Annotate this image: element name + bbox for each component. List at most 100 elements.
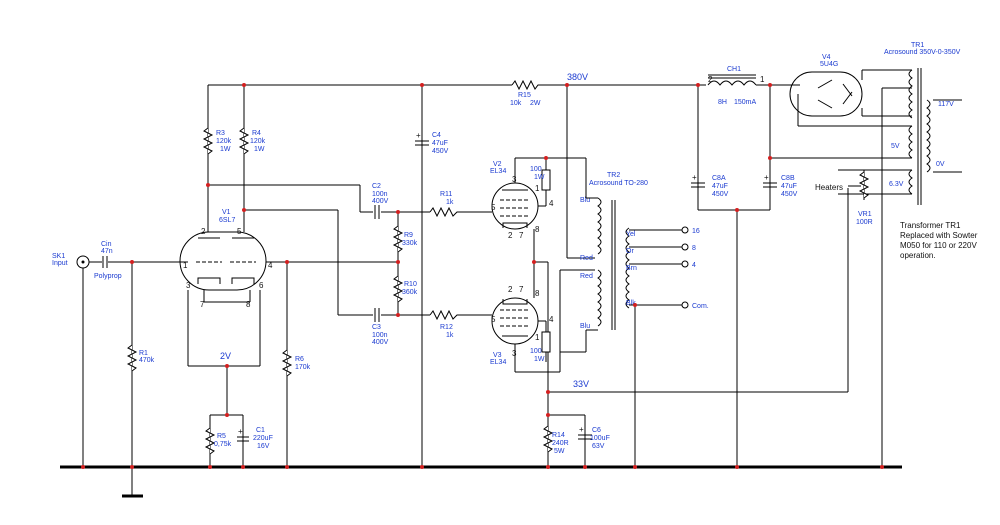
tr1-tap-0: 0V — [936, 161, 945, 168]
capacitor-cin — [102, 256, 108, 268]
resistor-screen-v3 — [541, 331, 551, 353]
tr1-tap-5: 5V — [891, 143, 900, 150]
v1-type: 6SL7 — [219, 217, 235, 224]
v1-pin-5: 5 — [237, 227, 242, 236]
ch1-ref: CH1 — [727, 66, 741, 73]
v1-ref: V1 — [222, 209, 231, 216]
v1-pin-6: 6 — [259, 281, 264, 290]
v2-pin-7: 7 — [519, 231, 524, 240]
ch1-pin-2: 2 — [708, 75, 713, 84]
output-8: 8 — [692, 245, 696, 252]
tr2-primary-2: Red — [580, 255, 593, 262]
c8a-value: 47uF — [712, 183, 728, 190]
capacitor-c1: + — [237, 427, 249, 442]
r11-value: 1k — [446, 199, 454, 206]
r11-ref: R11 — [440, 191, 452, 198]
v1-pin-7: 7 — [200, 300, 205, 309]
transformer-tr1 — [908, 68, 931, 205]
tr2-primary-3: Red — [580, 273, 593, 280]
cathode-voltage: 2V — [220, 351, 231, 361]
resistor-r4 — [238, 127, 250, 155]
transformer-note: Transformer TR1 Replaced with Sowter M05… — [900, 221, 980, 260]
svg-text:+: + — [692, 173, 697, 182]
input-jack — [76, 255, 90, 467]
tr2-secondary-3: Brn — [626, 265, 637, 272]
note-line-1: Transformer TR1 — [900, 221, 961, 230]
r4-power: 1W — [254, 146, 265, 153]
c6-ref: C6 — [592, 427, 601, 434]
c1-voltage: 16V — [257, 443, 270, 450]
r5-value: 0,75k — [214, 441, 232, 448]
capacitor-c8a: + — [691, 173, 705, 188]
supply-voltage: 380V — [567, 72, 588, 82]
v2-pin-1: 1 — [535, 184, 540, 193]
junction-dots — [81, 83, 884, 469]
cin-value: 47n — [101, 248, 113, 255]
r4-value: 120k — [250, 138, 266, 145]
svg-text:+: + — [764, 173, 769, 182]
r3-value: 120k — [216, 138, 232, 145]
v3-pin-7: 7 — [519, 285, 524, 294]
v2-pin-8: 8 — [535, 225, 540, 234]
choke-ch1 — [707, 74, 757, 86]
v3-pin-5: 5 — [491, 315, 496, 324]
c3-value: 100n — [372, 332, 388, 339]
note-line-3: M050 for 110 or 220V — [900, 241, 977, 250]
v1-pin-3: 3 — [186, 281, 191, 290]
c3-ref: C3 — [372, 324, 381, 331]
output-4: 4 — [692, 262, 696, 269]
c4-value: 47uF — [432, 140, 448, 147]
tr2-model: Acrosound TO-280 — [589, 180, 648, 187]
v1-pin-4: 4 — [268, 261, 273, 270]
capacitor-c8b: + — [763, 173, 777, 188]
r12-value: 1k — [446, 332, 454, 339]
svg-text:+: + — [579, 425, 584, 434]
tr2-primary-1: Blu — [580, 197, 590, 204]
resistor-r15 — [511, 79, 542, 91]
tr1-tap-63: 6.3V — [889, 181, 904, 188]
resistor-r11 — [429, 206, 492, 218]
v1-pin-8: 8 — [246, 300, 251, 309]
screen-top-power: 1W — [534, 174, 545, 181]
c8b-value: 47uF — [781, 183, 797, 190]
r1-ref: R1 — [139, 350, 148, 357]
r1-value: 470k — [139, 357, 155, 364]
resistor-r5 — [204, 427, 216, 455]
svg-text:+: + — [238, 427, 243, 436]
r6-value: 170k — [295, 364, 311, 371]
tr2-secondary-2: Or — [626, 248, 634, 255]
svg-text:+: + — [416, 131, 421, 140]
c1-ref: C1 — [256, 427, 265, 434]
c6-voltage: 63V — [592, 443, 605, 450]
v2-pin-4: 4 — [549, 199, 554, 208]
resistor-screen-v2 — [541, 169, 551, 191]
v1-pin-1: 1 — [183, 261, 188, 270]
screen-bottom-value: 100 — [530, 348, 542, 355]
mains-wires — [881, 87, 962, 467]
v2-type: EL34 — [490, 168, 506, 175]
v3-pin-4: 4 — [549, 315, 554, 324]
c4-voltage: 450V — [432, 148, 449, 155]
r15-ref: R15 — [518, 92, 531, 99]
cin-note: Polyprop — [94, 273, 122, 280]
capacitor-c3 — [374, 308, 380, 322]
v3-pin-2: 2 — [508, 285, 513, 294]
resistor-r14 — [542, 425, 554, 453]
r12-ref: R12 — [440, 324, 453, 331]
tr2-primary-wires — [546, 157, 598, 353]
capacitor-c4: + — [415, 131, 429, 146]
tr1-ref: TR1 — [911, 42, 924, 49]
c2-voltage: 400V — [372, 198, 389, 205]
r15-power: 2W — [530, 100, 541, 107]
cin-ref: Cin — [101, 241, 112, 248]
v3-pin-1: 1 — [535, 333, 540, 342]
earth-symbol — [122, 467, 143, 498]
c4-ref: C4 — [432, 132, 441, 139]
r14-value: 240R — [552, 440, 569, 447]
input-jack-label: Input — [52, 260, 68, 267]
c8a-ref: C8A — [712, 175, 726, 182]
vr1-value: 100R — [856, 219, 873, 226]
c2-value: 100n — [372, 191, 388, 198]
v1-pin-2: 2 — [201, 227, 206, 236]
